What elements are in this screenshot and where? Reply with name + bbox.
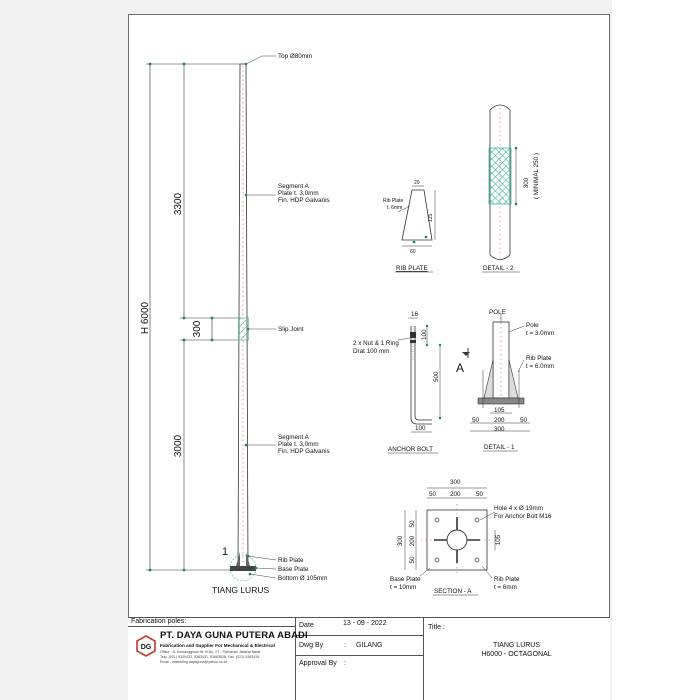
section-a-marker: A (456, 361, 464, 375)
fabrication-label: Fabrication poles: (131, 618, 187, 625)
section-a-rib-label1: Rib Plate (494, 576, 520, 583)
top-diameter-label: Top Ø80mm (278, 53, 312, 60)
hole-note-line2: For Anchor Bolt M16 (494, 513, 552, 520)
company-tagline: Fabrication and Supplier For Mechanical … (160, 643, 275, 648)
anchor-dim-dia: 16 (411, 311, 419, 318)
segment-a-bottom-line2: Plate t. 3,0mm (278, 441, 319, 448)
rib-plate-title: RIB PLATE (396, 265, 428, 272)
detail-1-drawing (462, 314, 530, 432)
detail-2-title: DETAIL - 2 (483, 265, 514, 272)
detail-1-dim-inner: 105 (494, 407, 505, 414)
section-a-title: SECTION - A (434, 588, 472, 595)
anchor-bolt-title: ANCHOR BOLT (388, 446, 433, 453)
section-a-dim-top-right: 50 (476, 491, 484, 498)
rib-dim-top: 20 (414, 180, 420, 186)
section-a-base-label2: t = 10mm (390, 584, 416, 591)
dwg-by-value: GILANG (356, 642, 383, 649)
bottom-diameter-label: Bottom Ø 105mm (278, 575, 327, 582)
date-label: Date (299, 622, 314, 629)
anchor-dim-hook: 100 (415, 425, 426, 432)
dim-lower: 3000 (173, 434, 184, 457)
section-a-dim-top-left: 50 (429, 491, 437, 498)
section-a-drawing (404, 487, 496, 579)
dim-upper: 3300 (173, 192, 184, 215)
section-a-dim-left-bottom: 50 (409, 556, 416, 564)
section-a-dim-left-top: 50 (409, 520, 416, 528)
section-a-dim-left-total: 300 (397, 535, 404, 546)
rib-dim-height: 125 (428, 213, 434, 222)
page-margin (612, 0, 700, 700)
segment-a-bottom-line3: Fin. HDP Galvanis (278, 448, 330, 455)
dimension-ticks (148, 62, 214, 572)
detail-1-dim-total: 300 (494, 426, 505, 433)
date-value: 13 - 09 - 2022 (343, 620, 387, 627)
rib-plate-detail (397, 185, 436, 247)
rib-plate-label: Rib Plate (278, 557, 304, 564)
detail-2-dim: 300 (523, 177, 530, 188)
segment-a-top-line1: Segment A (278, 183, 310, 190)
company-logo: DG (136, 635, 156, 657)
pole-elevation (229, 63, 257, 582)
pole-title: TIANG LURUS (212, 585, 269, 595)
detail-2-dim-note: ( MINIMAL 250 ) (533, 153, 540, 199)
drawing-title-line2: H6000 - OCTAGONAL (481, 651, 552, 658)
segment-a-top-line3: Fin. HDP Galvanis (278, 197, 330, 204)
detail-1-pole-label1: Pole (526, 322, 539, 329)
section-a-dim-top-mid: 200 (450, 491, 461, 498)
anchor-note-line1: 2 x Nut & 1 Ring (353, 340, 399, 347)
base-plate-label: Base Plate (278, 566, 309, 573)
company-name: PT. DAYA GUNA PUTERA ABADI (160, 630, 308, 641)
section-a-rib-label2: t = 6mm (494, 584, 517, 591)
pole-leaders (245, 55, 277, 579)
dwg-by-separator: : (344, 642, 346, 649)
dim-total-height: H 6000 (140, 301, 151, 334)
section-a-dim-right: 105 (495, 534, 502, 545)
detail-1-title: DETAIL - 1 (484, 444, 515, 451)
anchor-dim-thread: 100 (421, 329, 428, 340)
hole-note-line1: Hole 4 x Ø 19mm (494, 505, 543, 512)
detail-1-rib-label1: Rib Plate (526, 355, 552, 362)
detail-marker: 1 (222, 546, 228, 558)
detail-1-rib-label2: t = 6.0mm (526, 363, 554, 370)
rib-dim-bottom: 60 (410, 249, 416, 255)
title-block: Fabrication poles: DG PT. DAYA GUNA PUTE… (128, 617, 610, 700)
detail-1-dim-right: 50 (520, 417, 528, 424)
detail-2-drawing (488, 104, 518, 260)
section-a-dim-total-top: 300 (450, 479, 461, 486)
company-phone: Telp. (021) 5320433, 5363431, 53663626, … (160, 655, 260, 659)
detail-1-dim-left: 50 (472, 417, 480, 424)
dimension-lines (146, 63, 240, 571)
approval-label: Approval By (299, 660, 337, 667)
section-a-dim-left-mid: 200 (409, 535, 416, 546)
slip-joint-label: Slip Joint (278, 326, 304, 333)
anchor-bolt-drawing (397, 317, 442, 433)
segment-a-top-line2: Plate t. 3,0mm (278, 190, 319, 197)
drawing-title-line1: TIANG LURUS (492, 642, 541, 649)
detail-1-pole-label2: t = 3.0mm (526, 330, 554, 337)
dim-joint: 300 (192, 320, 203, 337)
dwg-by-label: Dwg By (299, 642, 324, 649)
base-plate-shape (230, 566, 256, 571)
company-email: Email : marketing.dayaguna@yahoo.co.id (160, 660, 227, 664)
anchor-dim-length: 500 (433, 371, 440, 382)
anchor-note-line2: Drat 100 mm (353, 348, 389, 355)
detail-1-dim-mid: 200 (494, 417, 505, 424)
detail-1-pole-top: POLE (489, 309, 506, 316)
leader-dots (244, 62, 258, 576)
rib-plate-detail-label2: t. 6mm (387, 205, 402, 211)
segment-a-bottom-line1: Segment A (278, 434, 310, 441)
company-address: Office : Jl. Kemanggisan Ilir III No. 27… (160, 650, 261, 654)
rib-plate-detail-label1: Rib Plate (383, 198, 404, 204)
svg-text:DG: DG (141, 644, 152, 651)
section-a-base-label1: Base Plate (390, 576, 421, 583)
drawing-sheet (128, 14, 610, 700)
approval-separator: : (344, 660, 346, 667)
title-label: Title : (428, 624, 445, 631)
